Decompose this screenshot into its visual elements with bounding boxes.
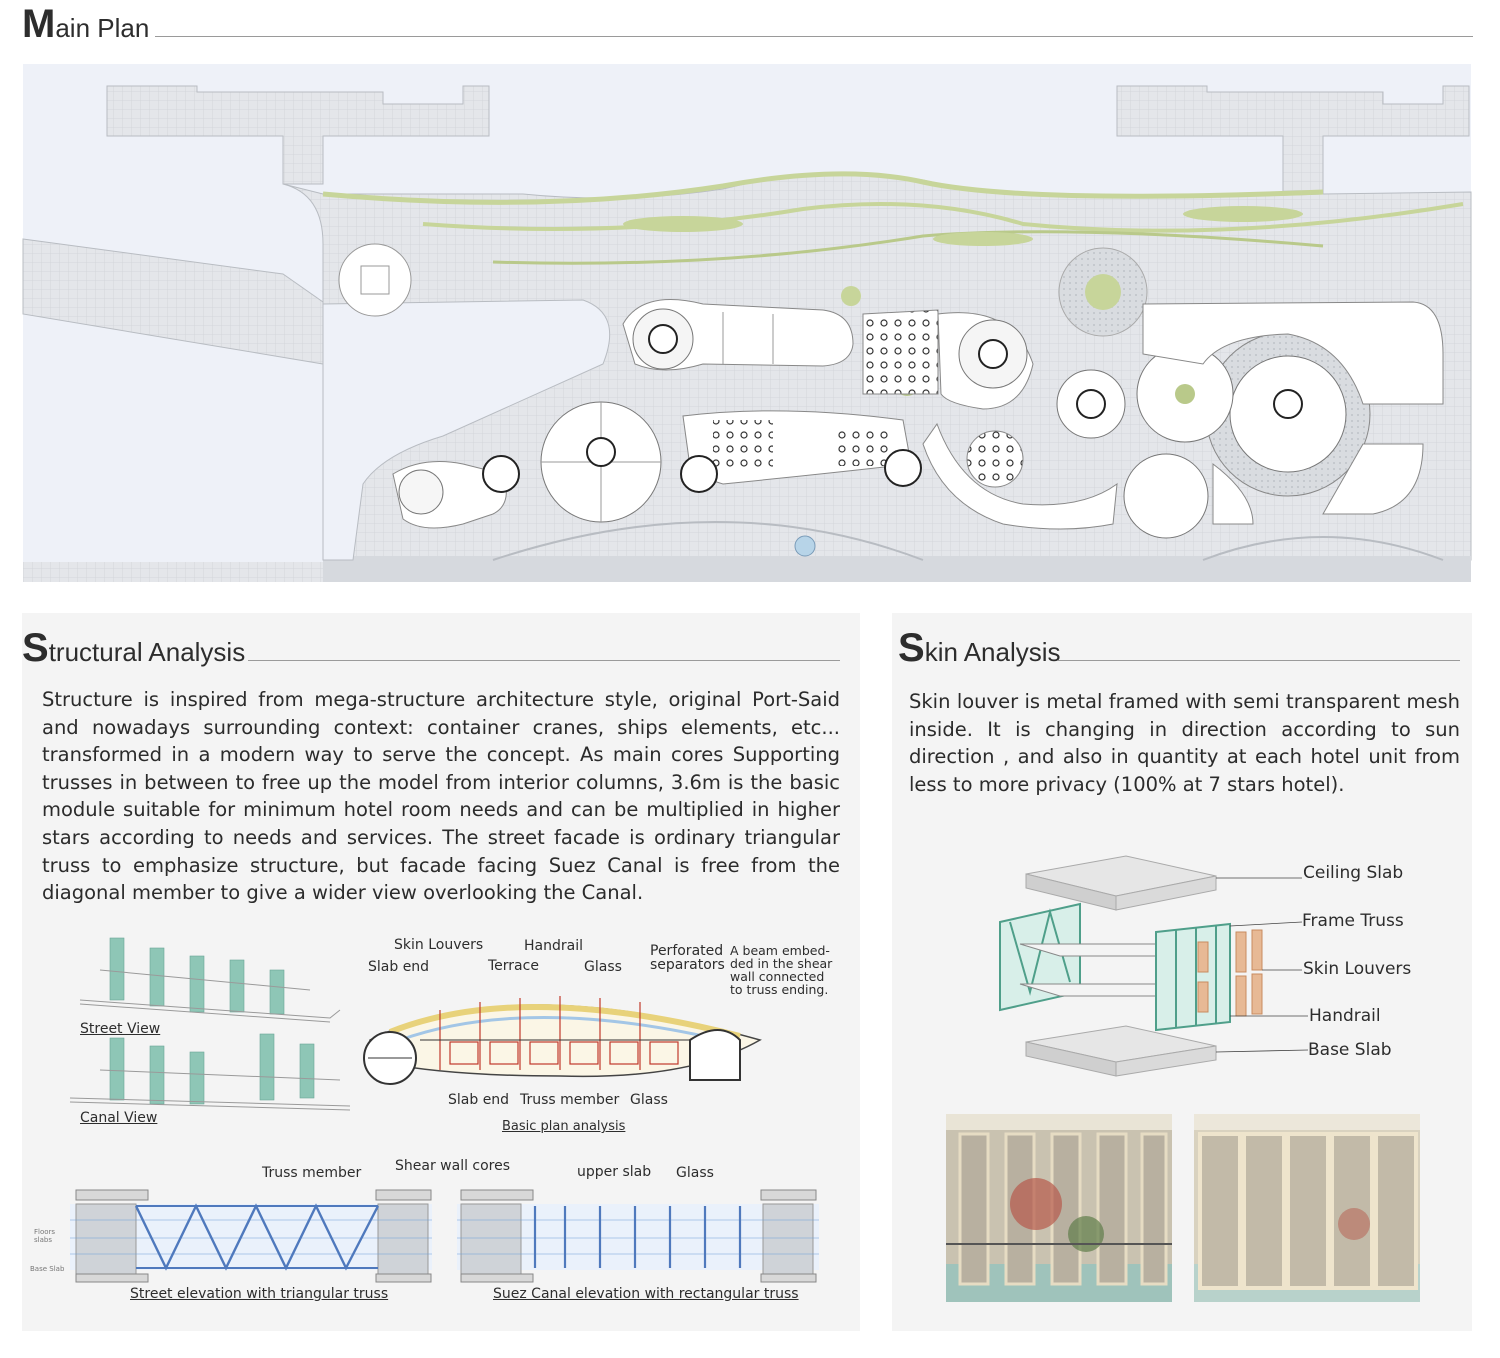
street-view-label: Street View — [80, 1021, 161, 1037]
plan-label-glass-bottom: Glass — [630, 1092, 668, 1108]
skin-label-skin-louvers: Skin Louvers — [1303, 959, 1412, 979]
structural-paragraph: Structure is inspired from mega-structur… — [42, 688, 840, 905]
plan-label-glass-top: Glass — [584, 959, 622, 975]
title-rule — [155, 36, 1473, 37]
main-plan-title: Main Plan — [22, 2, 150, 46]
elev-label-floors-slabs: Floors slabs — [34, 1228, 56, 1244]
elev-label-upper-slab: upper slab — [577, 1164, 652, 1180]
basic-plan-analysis-drawing — [363, 996, 762, 1085]
louver-render-closed — [1194, 1114, 1420, 1302]
skin-rule — [1058, 660, 1460, 661]
skin-label-frame-truss: Frame Truss — [1302, 911, 1404, 931]
skin-title: Skin Analysis — [898, 626, 1061, 670]
plan-label-perforated-separators: Perforated separators — [650, 943, 725, 973]
elev-label-glass: Glass — [676, 1165, 714, 1181]
plan-label-handrail: Handrail — [524, 938, 583, 954]
street-elevation-caption: Street elevation with triangular truss — [130, 1286, 389, 1302]
canal-elevation-caption: Suez Canal elevation with rectangular tr… — [493, 1286, 799, 1302]
plan-label-slab-end-top: Slab end — [368, 959, 430, 975]
elev-label-base-slab: Base Slab — [30, 1265, 65, 1273]
skin-label-handrail: Handrail — [1309, 1006, 1381, 1026]
skin-label-base-slab: Base Slab — [1308, 1040, 1392, 1060]
canal-elevation-drawing — [457, 1189, 819, 1283]
structural-title: Structural Analysis — [22, 626, 246, 670]
elev-label-shear-wall-cores: Shear wall cores — [395, 1158, 511, 1174]
canal-view-label: Canal View — [80, 1110, 158, 1126]
skin-exploded-diagram — [999, 855, 1309, 1077]
plan-label-skin-louvers: Skin Louvers — [394, 937, 484, 953]
basic-plan-caption: Basic plan analysis — [502, 1119, 626, 1134]
structural-rule — [248, 660, 840, 661]
skin-label-ceiling-slab: Ceiling Slab — [1303, 863, 1404, 883]
plan-label-truss-member: Truss member — [520, 1092, 620, 1108]
street-elevation-drawing — [70, 1189, 432, 1283]
elev-label-truss-member: Truss member — [262, 1165, 362, 1181]
site-master-plan — [22, 64, 1472, 582]
skin-paragraph: Skin louver is metal framed with semi tr… — [909, 690, 1460, 796]
plan-label-terrace: Terrace — [488, 958, 539, 974]
plan-label-beam-note: A beam embed-ded in the shear wall conne… — [730, 943, 833, 997]
plan-label-slab-end-bottom: Slab end — [448, 1092, 510, 1108]
louver-render-open — [946, 1114, 1172, 1302]
axonometric-views — [69, 937, 351, 1111]
